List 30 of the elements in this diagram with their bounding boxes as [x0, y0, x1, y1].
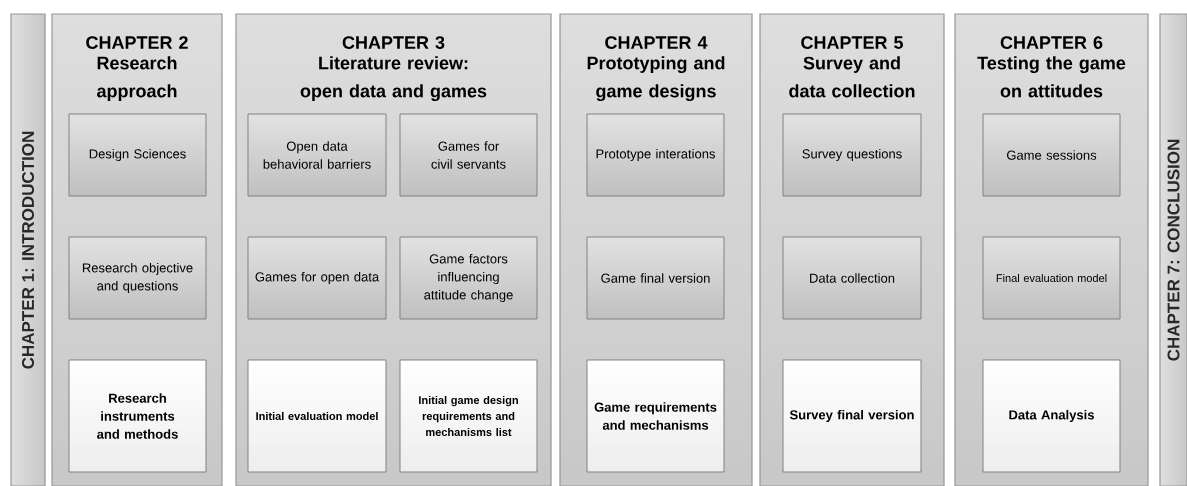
chapter-title: Survey and data collection	[789, 56, 915, 98]
topic-box: Data collection	[782, 236, 922, 320]
chapter-title: Testing the game on attitudes	[977, 56, 1126, 98]
chapter-title: Research approach	[97, 56, 177, 101]
chapter-number: CHAPTER 5	[801, 36, 903, 49]
chapter-band: CHAPTER 7: CONCLUSION	[1159, 13, 1187, 486]
topic-box: Survey questions	[782, 113, 922, 197]
topic-box: Game factors influencing attitude change	[399, 236, 538, 320]
output-box: Data Analysis	[982, 359, 1121, 473]
topic-box: Design Sciences	[68, 113, 207, 197]
topic-box: Research objective and questions	[68, 236, 207, 320]
topic-box: Game final version	[586, 236, 725, 320]
output-box: Game requirements and mechanisms	[586, 359, 725, 473]
output-box: Research instruments and methods	[68, 359, 207, 473]
topic-box: Prototype interations	[586, 113, 725, 197]
topic-box: Final evaluation model	[982, 236, 1121, 320]
output-box: Initial game design requirements and mechanisms list	[399, 359, 538, 473]
chapter-number: CHAPTER 6	[1000, 36, 1103, 49]
chapter-number: CHAPTER 4	[605, 36, 708, 49]
topic-box: Game sessions	[982, 113, 1121, 197]
output-box: Survey final version	[782, 359, 922, 473]
chapter-number: CHAPTER 3	[342, 36, 445, 49]
topic-box: Games for open data	[247, 236, 387, 320]
chapter-title: Literature review: open data and games	[300, 56, 487, 102]
chapter-number: CHAPTER 2	[86, 36, 188, 49]
topic-box: Open data behavioral barriers	[247, 113, 387, 197]
output-box: Initial evaluation model	[247, 359, 387, 473]
chapter-band: CHAPTER 1: INTRODUCTION	[10, 13, 46, 486]
chapter-title: Prototyping and game designs	[587, 56, 725, 102]
topic-box: Games for civil servants	[399, 113, 538, 197]
